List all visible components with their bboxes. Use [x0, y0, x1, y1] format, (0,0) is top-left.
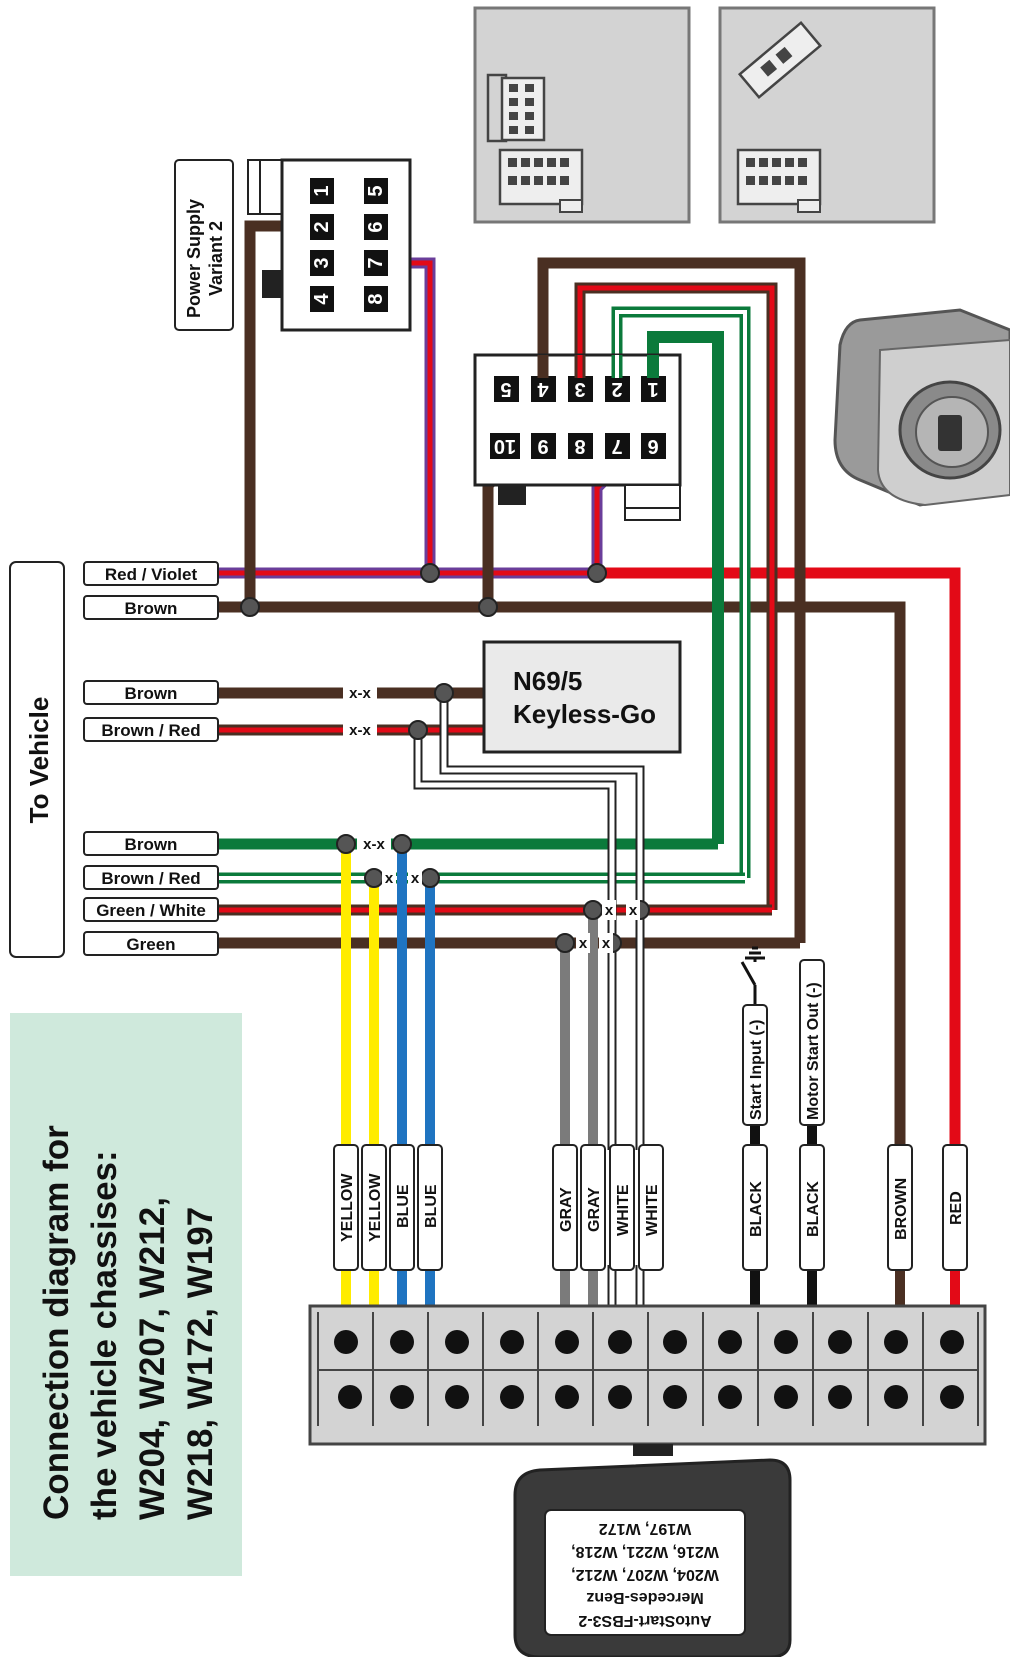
vehicle-wire-labels: Red / Violet Brown Brown Brown / Red Bro… [83, 561, 219, 956]
ten-pin-connector: 5 4 3 2 1 10 9 8 7 6 [473, 353, 682, 521]
wire-label-brown-kg: Brown [125, 684, 178, 703]
pin-number: 6 [647, 435, 658, 457]
wire-tag-blue: BLUE [423, 1184, 440, 1228]
to-vehicle-panel: To Vehicle [9, 561, 65, 958]
pin-number: 5 [500, 378, 511, 400]
title-line: the vehicle chassises: [85, 1150, 124, 1520]
pin-number: 2 [611, 378, 622, 400]
splice-dot [478, 597, 498, 617]
cut-mark: x-x [349, 722, 371, 739]
title-panel: Connection diagram for the vehicle chass… [10, 1013, 242, 1576]
pin-number: 4 [311, 293, 333, 305]
view-panel-left [473, 6, 691, 224]
wire-tag-yellow: YELLOW [367, 1173, 384, 1242]
to-vehicle-label: To Vehicle [24, 697, 54, 824]
device-label-line: W197, W172 [599, 1520, 692, 1537]
pin-number: 1 [311, 185, 333, 196]
pin-number: 6 [365, 221, 387, 232]
pin-number: 8 [574, 435, 585, 457]
pin-number: 1 [647, 378, 658, 400]
motor-start-out-label: Motor Start Out (-) [805, 982, 822, 1120]
cut-mark: x [579, 935, 588, 952]
cut-mark: x [605, 902, 614, 919]
splice-dot [583, 900, 603, 920]
wire-tag-blue: BLUE [395, 1184, 412, 1228]
wire-tag-white: WHITE [615, 1184, 632, 1236]
pin-number: 9 [537, 435, 548, 457]
power-supply-label: Variant 2 [206, 221, 226, 296]
wire-tag-black: BLACK [748, 1181, 765, 1237]
keyless-module-subtitle: Keyless-Go [513, 699, 656, 729]
pin-number: 7 [611, 435, 622, 457]
splice-dot [336, 834, 356, 854]
splice-dot [555, 933, 575, 953]
ignition-lock-image [833, 308, 1010, 507]
connector-wire-stubs [537, 355, 659, 378]
pin-number: 10 [494, 435, 516, 457]
splice-dot [420, 563, 440, 583]
start-input-label: Start Input (-) [748, 1020, 765, 1120]
view-panel-right [718, 6, 936, 224]
pin-number: 7 [365, 257, 387, 268]
wire-label-red-violet: Red / Violet [105, 565, 198, 584]
wire-label-brown-low: Brown [125, 835, 178, 854]
keyless-module-title: N69/5 [513, 666, 582, 696]
pin-number: 2 [311, 221, 333, 232]
splice-dot [392, 834, 412, 854]
power-supply-connector: Power Supply Variant 2 1 2 3 4 5 6 7 8 [174, 158, 412, 332]
cut-mark: x [385, 870, 394, 887]
wire-label-brown: Brown [125, 599, 178, 618]
wire-tag-red: RED [948, 1191, 965, 1225]
splice-dot [364, 868, 384, 888]
splice-dot [587, 563, 607, 583]
aux-labels: Start Input (-) Motor Start Out (-) [742, 959, 825, 1126]
wire-tag-gray: GRAY [586, 1187, 603, 1232]
pin-number: 4 [537, 378, 549, 400]
device-label-line: W216, W221, W218, [571, 1543, 719, 1560]
wire-tag-gray: GRAY [558, 1187, 575, 1232]
module-wire-tags: YELLOW YELLOW BLUE BLUE GRAY GRAY WHITE … [333, 1144, 968, 1271]
splice-dot [420, 868, 440, 888]
autostart-device: AutoStart-FBS3-2 Mercedes-Benz W204, W20… [513, 1458, 792, 1657]
title-line: W204, W207, W212, [133, 1197, 172, 1520]
cut-mark: x [602, 935, 611, 952]
pin-number: 5 [365, 185, 387, 196]
keyless-go-module: N69/5 Keyless-Go [482, 640, 682, 754]
pin-number: 8 [365, 293, 387, 304]
device-label-line: Mercedes-Benz [586, 1589, 703, 1606]
wire-tag-yellow: YELLOW [339, 1173, 356, 1242]
device-label-line: AutoStart-FBS3-2 [578, 1612, 711, 1629]
cut-mark: x [629, 902, 638, 919]
splice-dot [408, 720, 428, 740]
ground-icon [745, 946, 765, 962]
wire-tag-black: BLACK [805, 1181, 822, 1237]
pin-number: 3 [574, 378, 585, 400]
title-line: W218, W172, W197 [181, 1207, 220, 1520]
cut-mark: x-x [363, 836, 385, 853]
cut-mark: x-x [349, 685, 371, 702]
terminal-block [308, 1304, 987, 1456]
power-supply-label: Power Supply [184, 199, 204, 318]
device-label-line: W204, W207, W212, [571, 1566, 719, 1583]
wire-tag-brown: BROWN [893, 1178, 910, 1240]
title-line: Connection diagram for [37, 1125, 76, 1520]
splice-dot [240, 597, 260, 617]
wire-label-green-white: Green / White [96, 901, 206, 920]
wire-label-brown-red-kg: Brown / Red [101, 721, 200, 740]
cut-marks: x-x x-x x-x x x x x x x [343, 683, 640, 953]
splice-dot [434, 683, 454, 703]
wire-label-brown-red-low: Brown / Red [101, 869, 200, 888]
cut-mark: x [411, 870, 420, 887]
wire-tag-white: WHITE [644, 1184, 661, 1236]
wire-label-green: Green [126, 935, 175, 954]
pin-number: 3 [311, 257, 333, 268]
